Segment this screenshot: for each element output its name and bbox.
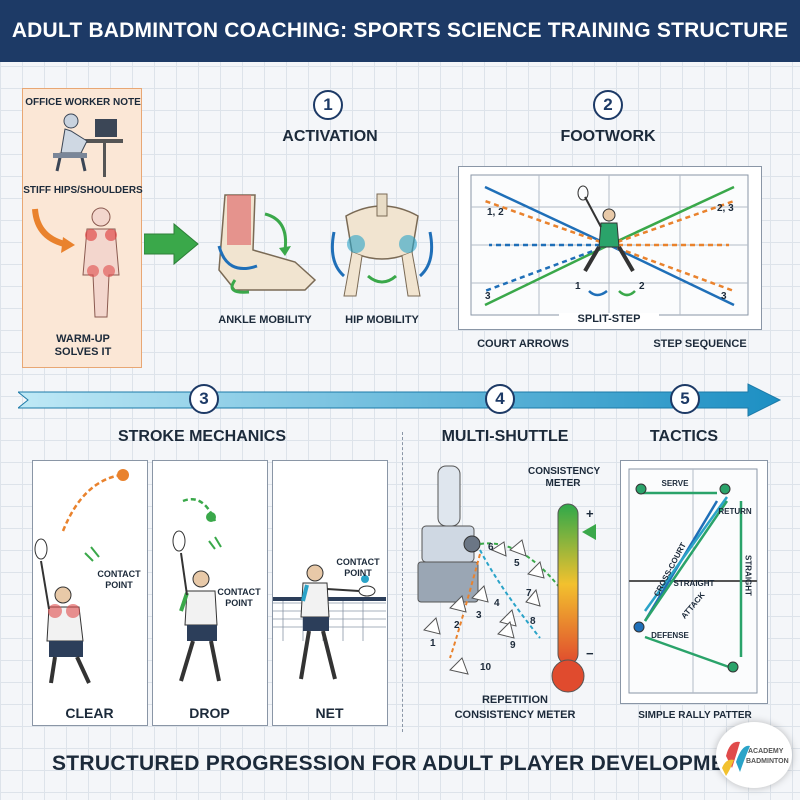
footwork-marker-e: 2 [639, 281, 645, 292]
net-player [273, 564, 386, 680]
step-1-number: 1 [313, 90, 343, 120]
shuttle-machine: 1 2 3 4 5 6 7 8 9 10 [417, 465, 561, 675]
section-divider [402, 432, 403, 732]
step-3-number: 3 [189, 384, 219, 414]
shuttle-number-10: 10 [480, 662, 492, 673]
meter-caption-line1: REPETITION [481, 694, 548, 706]
footwork-marker-d: 1 [575, 281, 581, 292]
footer-text: STRUCTURED PROGRESSION FOR ADULT PLAYER … [52, 752, 726, 775]
progression-arrow [18, 383, 782, 417]
step-5-number: 5 [670, 384, 700, 414]
drop-player [172, 498, 222, 682]
tactics-caption: SIMPLE RALLY PATTER [638, 710, 752, 721]
shuttle-number-3: 3 [476, 610, 482, 621]
split-step-label: SPLIT-STEP [559, 313, 659, 325]
tactic-straight-left: STRAIGHT [673, 579, 715, 588]
step-2-title: FOOTWORK [560, 128, 656, 145]
step-3-title: STROKE MECHANICS [117, 428, 286, 445]
footwork-court: 1, 2 2, 3 3 1 2 3 [470, 174, 749, 316]
net-contact-label: CONTACT POINT [336, 557, 380, 578]
clear-player [34, 469, 129, 684]
tactic-defense: DEFENSE [651, 631, 689, 640]
step-1-title: ACTIVATION [282, 128, 378, 145]
footwork-marker-c: 3 [485, 291, 491, 302]
footwork-marker-f: 3 [721, 291, 727, 302]
shuttle-number-1: 1 [430, 638, 436, 649]
page-title: ADULT BADMINTON COACHING: SPORTS SCIENCE… [0, 0, 800, 62]
meter-plus: + [586, 506, 594, 521]
shuttle-number-9: 9 [510, 640, 516, 651]
green-arrow-icon [144, 222, 199, 266]
tactics-court-panel: SERVE RETURN CROSS-COURT STRAIGHT STRAIG… [620, 460, 768, 704]
shuttle-number-7: 7 [526, 588, 532, 599]
tactics-court [628, 468, 758, 694]
note-header: OFFICE WORKER NOTE [25, 97, 141, 108]
note-problem: STIFF HIPS/SHOULDERS [23, 185, 143, 196]
shuttle-number-5: 5 [514, 558, 520, 569]
clear-label: CLEAR [65, 705, 114, 721]
office-worker-icon [53, 113, 123, 177]
clear-panel: CONTACT POINT CLEAR [32, 460, 148, 726]
hip-label: HIP MOBILITY [345, 314, 419, 326]
academy-logo: ACADEMY BADMINTON [716, 722, 792, 788]
consistency-meter: + − [551, 503, 596, 693]
logo-mark-icon [722, 741, 750, 776]
drop-panel: CONTACT POINT DROP [152, 460, 268, 726]
meter-minus: − [586, 646, 594, 661]
stiff-body-icon [32, 207, 120, 318]
ankle-icon [217, 194, 317, 294]
shuttle-number-2: 2 [454, 620, 460, 631]
logo-line1: ACADEMY [748, 748, 784, 755]
shuttle-number-4: 4 [494, 598, 500, 609]
meter-title: CONSISTENCY METER [528, 466, 601, 489]
step-5-title: TACTICS [649, 428, 719, 445]
hip-icon [330, 193, 434, 297]
shuttle-number-6: 6 [488, 542, 494, 553]
ankle-label: ANKLE MOBILITY [218, 314, 312, 326]
logo-line2: BADMINTON [746, 758, 789, 765]
drop-contact-label: CONTACT POINT [217, 587, 261, 608]
step-4-number: 4 [485, 384, 515, 414]
court-arrows-label: COURT ARROWS [477, 338, 569, 350]
drop-label: DROP [189, 705, 230, 721]
office-worker-note: OFFICE WORKER NOTE STIFF HIPS/SHOULDERS … [22, 88, 143, 368]
footwork-marker-b: 2, 3 [717, 203, 734, 214]
step-4-title: MULTI-SHUTTLE [441, 428, 569, 445]
footwork-court-panel: 1, 2 2, 3 3 1 2 3 SPLIT-STEP [458, 166, 762, 330]
clear-contact-label: CONTACT POINT [97, 569, 141, 590]
net-label: NET [315, 705, 344, 721]
shuttle-number-8: 8 [530, 616, 536, 627]
step-2-number: 2 [593, 90, 623, 120]
footwork-marker-a: 1, 2 [487, 207, 504, 218]
tactic-serve: SERVE [661, 479, 689, 488]
tactic-straight-right: STRAIGHT [743, 555, 753, 596]
meter-caption-line2: CONSISTENCY METER [454, 709, 576, 721]
note-solution: WARM-UP SOLVES IT [54, 333, 112, 358]
step-sequence-label: STEP SEQUENCE [653, 338, 747, 350]
net-panel: CONTACT POINT NET [272, 460, 388, 726]
tactic-return: RETURN [718, 507, 752, 516]
